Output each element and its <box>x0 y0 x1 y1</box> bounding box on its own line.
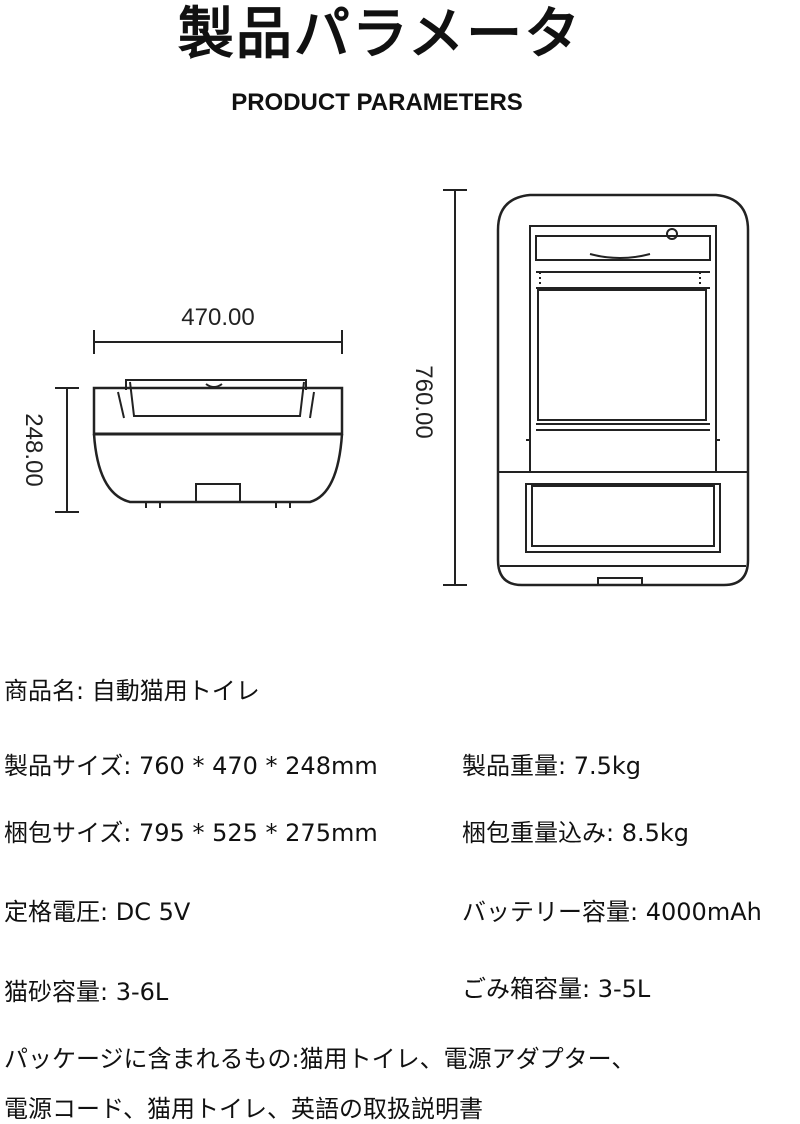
spec-value: 4000mAh <box>645 898 762 926</box>
height-dimension <box>55 387 79 513</box>
spec-litter-capacity: 猫砂容量: 3-6L <box>4 977 168 1007</box>
width-dimension <box>93 330 343 354</box>
spec-package-contents-continued: 電源コード、猫用トイレ、英語の取扱説明書 <box>4 1094 483 1124</box>
spec-value-line2: 電源コード、猫用トイレ、英語の取扱説明書 <box>4 1095 484 1123</box>
height-label: 248.00 <box>20 413 47 486</box>
spec-waste-capacity: ごみ箱容量: 3-5L <box>462 974 650 1004</box>
page-title: 製品パラメータ <box>177 2 583 67</box>
spec-value: 760 * 470 * 248mm <box>139 752 378 780</box>
spec-package-weight: 梱包重量込み: 8.5kg <box>462 818 689 848</box>
spec-value: 7.5kg <box>573 752 642 780</box>
spec-value: DC 5V <box>115 898 191 926</box>
spec-product-weight: 製品重量: 7.5kg <box>462 751 641 781</box>
product-dimension-diagram: 470.00 248.00 760.00 <box>20 189 750 587</box>
spec-label: パッケージに含まれるもの: <box>4 1045 300 1073</box>
spec-value: 3-6L <box>115 978 169 1006</box>
spec-package-contents: パッケージに含まれるもの:猫用トイレ、電源アダプター、 <box>4 1044 635 1074</box>
spec-value: 3-5L <box>597 975 651 1003</box>
spec-label: 製品重量: <box>462 752 567 780</box>
spec-label: 商品名: <box>4 677 85 705</box>
spec-label: ごみ箱容量: <box>462 975 591 1003</box>
spec-value-line1: 猫用トイレ、電源アダプター、 <box>299 1045 636 1073</box>
length-label: 760.00 <box>410 365 437 438</box>
spec-product-name: 商品名: 自動猫用トイレ <box>4 676 260 706</box>
top-view-drawing <box>496 193 750 587</box>
page-subtitle: PRODUCT PARAMETERS <box>231 89 523 116</box>
spec-label: 梱包重量込み: <box>462 819 615 847</box>
spec-label: 定格電圧: <box>4 898 109 926</box>
width-label: 470.00 <box>181 304 254 331</box>
spec-value: 自動猫用トイレ <box>91 677 260 705</box>
spec-rated-voltage: 定格電圧: DC 5V <box>4 897 190 927</box>
spec-label: 猫砂容量: <box>4 978 109 1006</box>
spec-package-size: 梱包サイズ: 795 * 525 * 275mm <box>4 818 378 848</box>
spec-battery: バッテリー容量: 4000mAh <box>462 897 762 927</box>
spec-label: バッテリー容量: <box>462 898 639 926</box>
length-dimension <box>443 189 467 586</box>
spec-value: 8.5kg <box>621 819 690 847</box>
side-view-drawing <box>92 379 344 508</box>
spec-product-size: 製品サイズ: 760 * 470 * 248mm <box>4 751 378 781</box>
spec-label: 製品サイズ: <box>4 752 132 780</box>
spec-value: 795 * 525 * 275mm <box>139 819 378 847</box>
spec-label: 梱包サイズ: <box>4 819 132 847</box>
